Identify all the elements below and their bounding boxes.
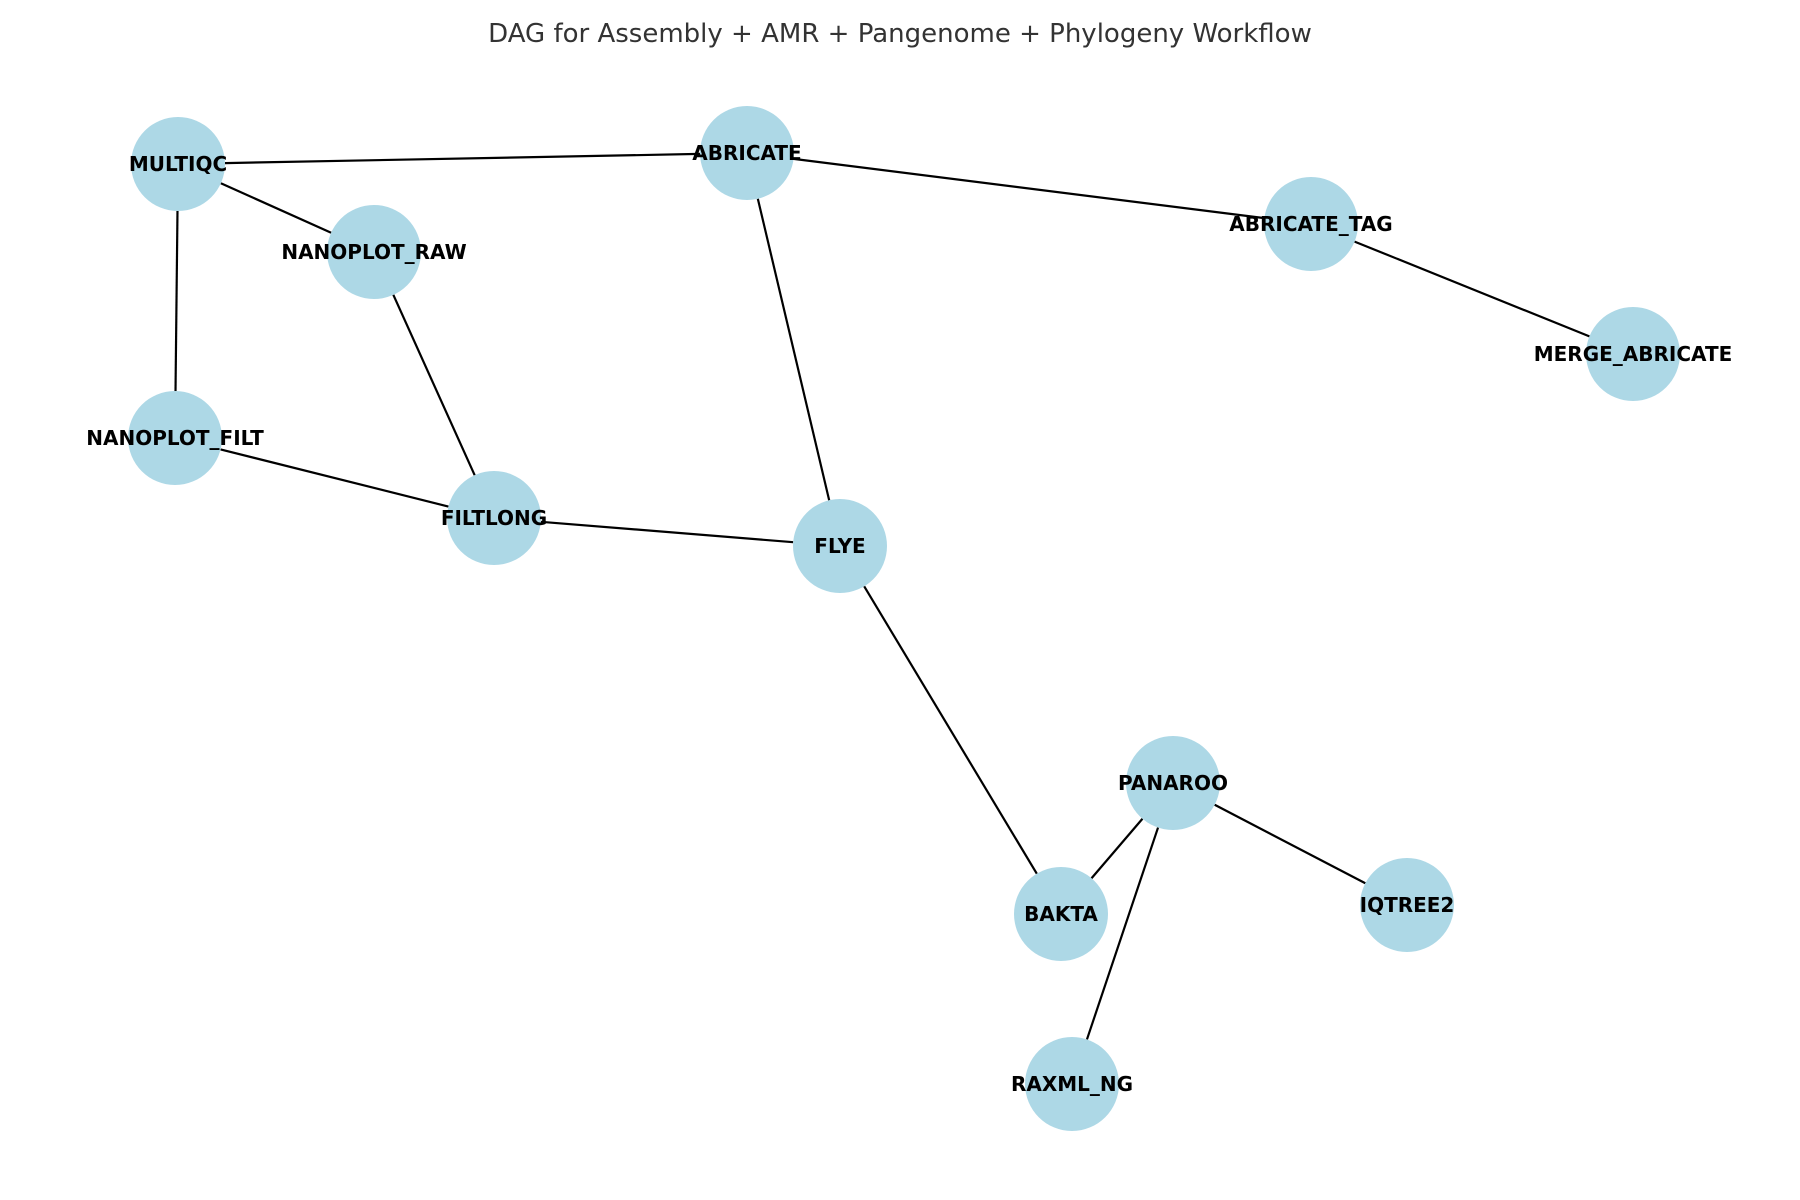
node-circle-flye	[793, 499, 887, 593]
edge-multiqc-nanoplot_raw	[220, 182, 332, 234]
node-nanoplot-raw: NANOPLOT_RAW	[281, 205, 467, 299]
node-circle-filtlong	[447, 471, 541, 565]
node-nanoplot-filt: NANOPLOT_FILT	[86, 391, 264, 485]
edge-multiqc-nanoplot_filt	[174, 210, 179, 392]
edge-abricate-flye	[756, 198, 831, 501]
node-circle-panaroo	[1126, 736, 1220, 830]
node-bakta: BAKTA	[1014, 867, 1108, 961]
node-multiqc: MULTIQC	[129, 117, 227, 211]
node-circle-iqtree2	[1360, 858, 1454, 952]
node-circle-multiqc	[131, 117, 225, 211]
node-abricate: ABRICATE	[692, 106, 802, 200]
node-layer: MULTIQC ABRICATE ABRICATE_TAG MERGE_ABRICAT…	[86, 106, 1732, 1131]
node-label-multiqc: MULTIQC	[129, 152, 227, 176]
node-abricate-tag: ABRICATE_TAG	[1229, 177, 1393, 271]
edge-panaroo-iqtree2	[1214, 803, 1366, 885]
node-label-nanoplot-raw: NANOPLOT_RAW	[281, 240, 466, 264]
node-circle-bakta	[1014, 867, 1108, 961]
node-circle-abricate-tag	[1264, 177, 1358, 271]
node-label-iqtree2: IQTREE2	[1360, 893, 1455, 917]
node-raxml-ng: RAXML_NG	[1011, 1037, 1133, 1131]
node-circle-raxml-ng	[1025, 1037, 1119, 1131]
node-circle-nanoplot-filt	[128, 391, 222, 485]
node-panaroo: PANAROO	[1118, 736, 1228, 830]
edge-panaroo-raxml_ng	[1085, 827, 1160, 1040]
node-label-nanoplot-filt: NANOPLOT_FILT	[86, 426, 264, 450]
node-circle-nanoplot-raw	[327, 205, 421, 299]
edge-flye-bakta	[863, 585, 1038, 875]
node-label-abricate-tag: ABRICATE_TAG	[1229, 212, 1392, 236]
node-label-raxml-ng: RAXML_NG	[1011, 1072, 1133, 1096]
node-merge-abricate: MERGE_ABRICATE	[1534, 307, 1733, 401]
node-label-flye: FLYE	[814, 534, 865, 558]
node-flye: FLYE	[793, 499, 887, 593]
edge-layer	[174, 152, 1590, 1040]
node-label-abricate: ABRICATE	[692, 141, 801, 165]
edge-filtlong-flye	[540, 520, 794, 544]
edge-panaroo-bakta	[1090, 818, 1144, 879]
edge-abricate_tag-merge_abricate	[1354, 240, 1590, 338]
node-label-bakta: BAKTA	[1024, 902, 1098, 926]
node-circle-abricate	[700, 106, 794, 200]
node-filtlong: FILTLONG	[441, 471, 547, 565]
edge-nanoplot_filt-filtlong	[220, 448, 449, 508]
node-label-panaroo: PANAROO	[1118, 771, 1228, 795]
edge-nanoplot_raw-filtlong	[392, 294, 476, 476]
node-label-merge-abricate: MERGE_ABRICATE	[1534, 342, 1733, 366]
node-iqtree2: IQTREE2	[1360, 858, 1455, 952]
edge-abricate-abricate_tag	[793, 157, 1265, 220]
edge-multiqc-abricate	[224, 152, 701, 165]
node-circle-merge-abricate	[1586, 307, 1680, 401]
node-label-filtlong: FILTLONG	[441, 506, 547, 530]
diagram-title: DAG for Assembly + AMR + Pangenome + Phy…	[488, 19, 1312, 49]
